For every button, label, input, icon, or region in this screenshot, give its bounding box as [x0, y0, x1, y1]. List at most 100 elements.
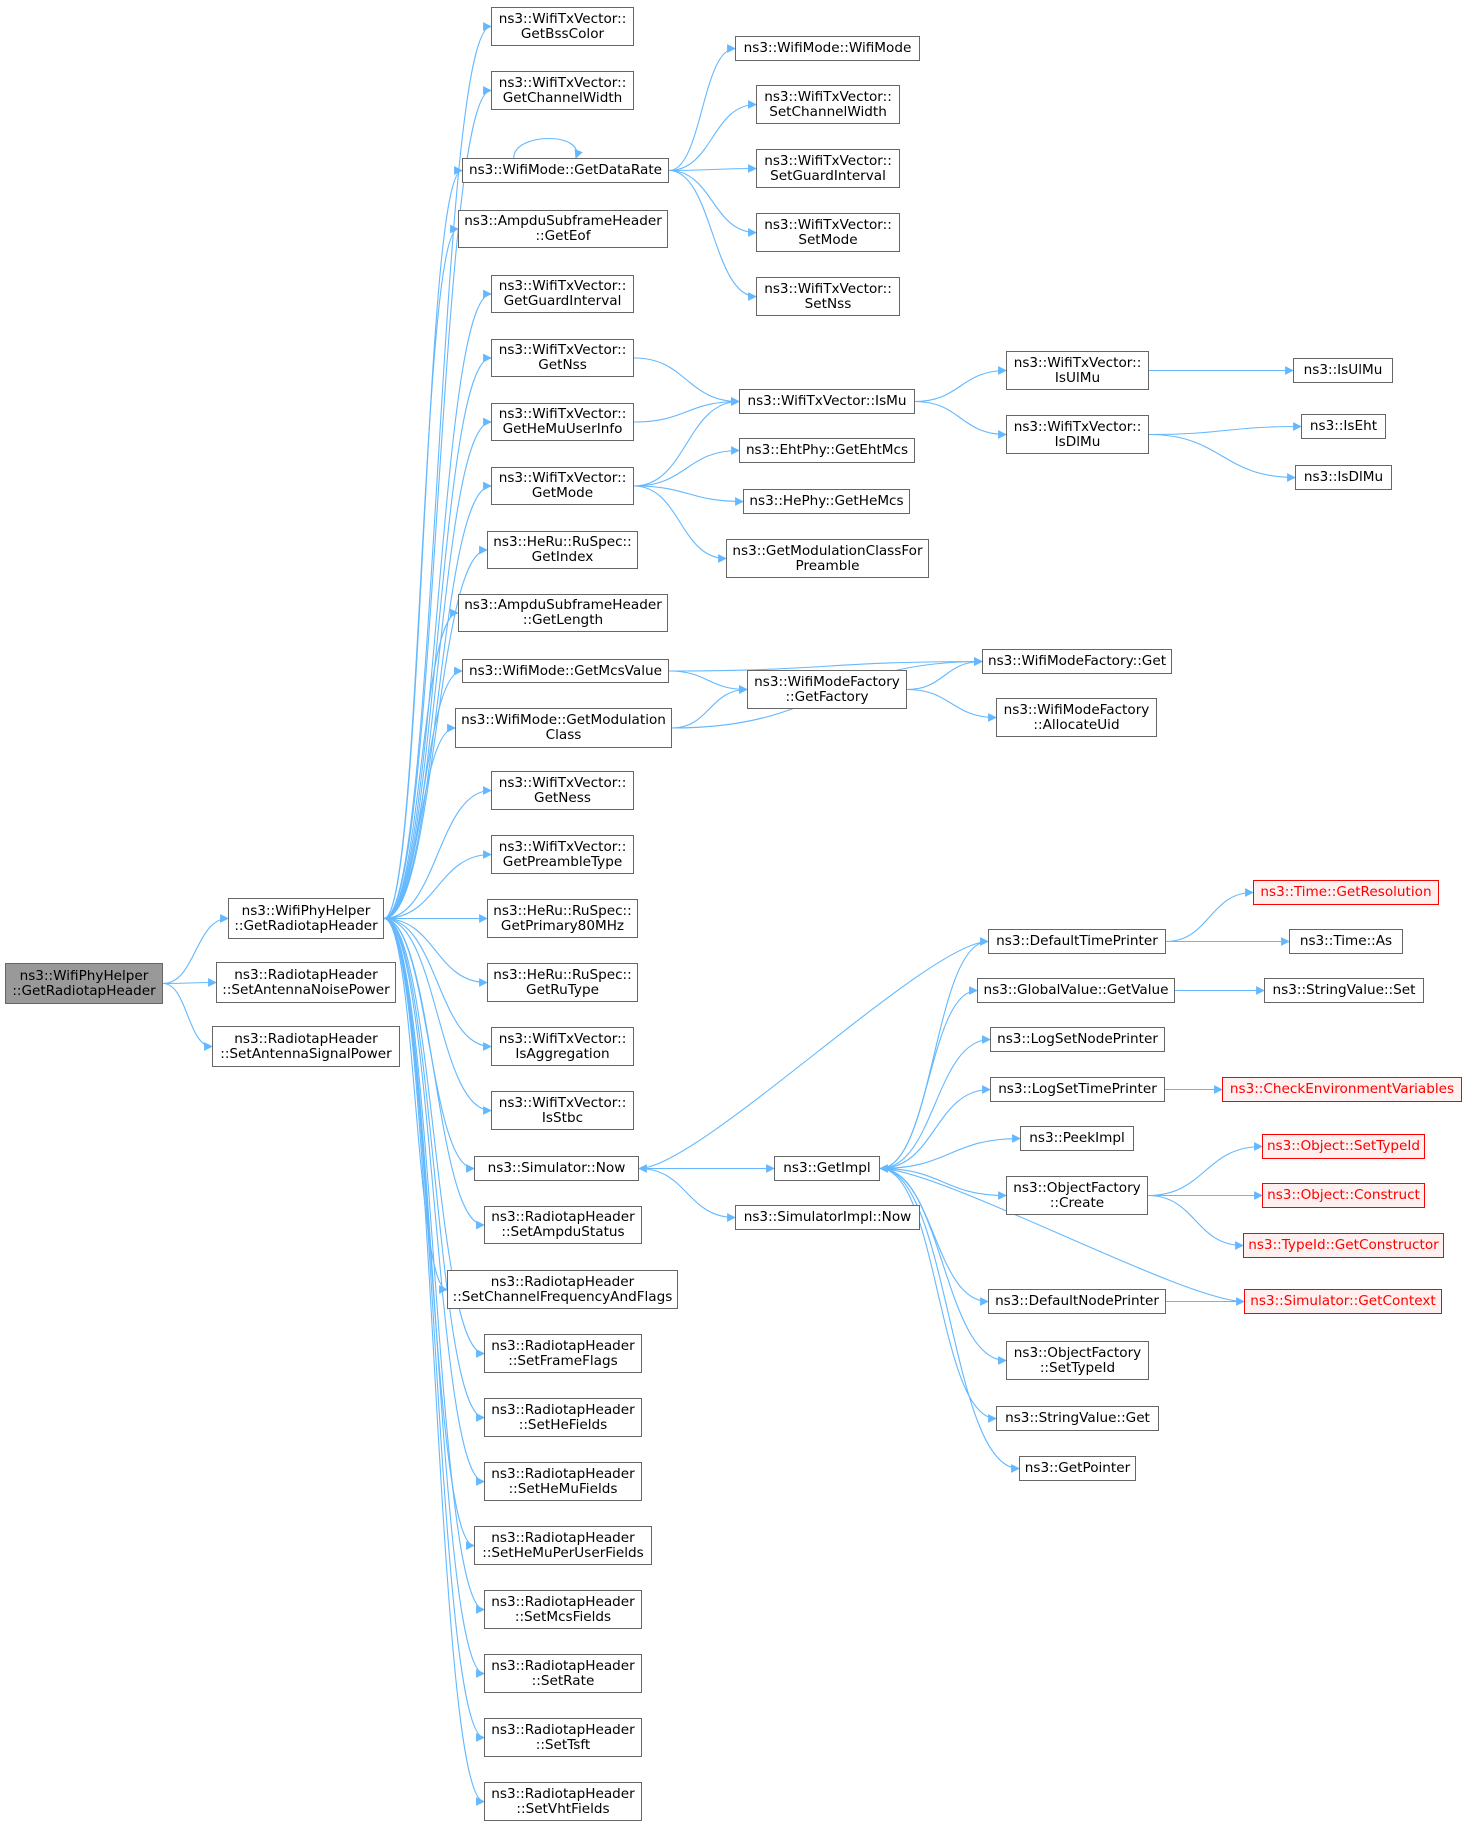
- node-label-line: ns3::HePhy::GetHeMcs: [749, 493, 904, 509]
- edge-gh-to-gidx: [383, 545, 488, 920]
- node-dnp[interactable]: ns3::DefaultNodePrinter: [988, 1289, 1166, 1314]
- node-gh[interactable]: ns3::WifiPhyHelper::GetRadiotapHeader: [228, 898, 384, 939]
- node-shmf[interactable]: ns3::RadiotapHeader::SetHeMuFields: [484, 1462, 642, 1501]
- edge-root-to-sasp: [162, 982, 213, 1051]
- node-label-line: ::GetRadiotapHeader: [12, 982, 156, 999]
- edge-getimpl-to-gptr: [879, 1167, 1020, 1473]
- node-agg[interactable]: ns3::WifiTxVector::IsAggregation: [491, 1027, 634, 1066]
- node-label-line: ns3::Simulator::GetContext: [1250, 1293, 1436, 1309]
- node-nss[interactable]: ns3::WifiTxVector::GetNss: [491, 339, 634, 377]
- node-tgc[interactable]: ns3::TypeId::GetConstructor: [1243, 1233, 1444, 1258]
- node-ost[interactable]: ns3::Object::SetTypeId: [1262, 1134, 1425, 1159]
- node-gdr[interactable]: ns3::WifiMode::GetDataRate: [462, 158, 669, 183]
- node-cw[interactable]: ns3::WifiTxVector::GetChannelWidth: [491, 71, 634, 110]
- node-glen[interactable]: ns3::AmpduSubframeHeader::GetLength: [458, 594, 668, 632]
- node-auid[interactable]: ns3::WifiModeFactory::AllocateUid: [996, 698, 1157, 737]
- node-now[interactable]: ns3::Simulator::Now: [474, 1156, 639, 1181]
- node-shef[interactable]: ns3::RadiotapHeader::SetHeFields: [484, 1398, 642, 1437]
- node-ofst[interactable]: ns3::ObjectFactory::SetTypeId: [1006, 1341, 1149, 1380]
- node-tas[interactable]: ns3::Time::As: [1289, 929, 1403, 954]
- node-label-line: ns3::RadiotapHeader: [490, 1273, 635, 1290]
- node-rut[interactable]: ns3::HeRu::RuSpec::GetRuType: [487, 963, 638, 1002]
- node-scf[interactable]: ns3::RadiotapHeader::SetChannelFrequency…: [447, 1270, 678, 1309]
- node-ofc[interactable]: ns3::ObjectFactory::Create: [1006, 1176, 1148, 1215]
- node-txdl[interactable]: ns3::WifiTxVector::IsDlMu: [1006, 415, 1149, 454]
- node-label-line: GetPrimary80MHz: [500, 917, 625, 934]
- node-gidx[interactable]: ns3::HeRu::RuSpec::GetIndex: [487, 531, 638, 569]
- node-dtp[interactable]: ns3::DefaultTimePrinter: [988, 929, 1166, 954]
- edge-gh-to-scf: [383, 917, 448, 1294]
- node-label-line: ns3::RadiotapHeader: [491, 1529, 635, 1546]
- node-ismu[interactable]: ns3::WifiTxVector::IsMu: [739, 389, 915, 414]
- node-sgi[interactable]: ns3::WifiTxVector::SetGuardInterval: [756, 149, 900, 188]
- node-lstp[interactable]: ns3::LogSetTimePrinter: [990, 1077, 1165, 1102]
- node-sampdu[interactable]: ns3::RadiotapHeader::SetAmpduStatus: [484, 1206, 642, 1244]
- node-lsnp[interactable]: ns3::LogSetNodePrinter: [990, 1027, 1165, 1052]
- node-ness[interactable]: ns3::WifiTxVector::GetNess: [491, 771, 634, 810]
- node-svset[interactable]: ns3::StringValue::Set: [1264, 978, 1424, 1003]
- node-p80[interactable]: ns3::HeRu::RuSpec::GetPrimary80MHz: [487, 899, 638, 938]
- node-label-line: ns3::ObjectFactory: [1013, 1344, 1142, 1361]
- node-he[interactable]: ns3::HePhy::GetHeMcs: [743, 489, 910, 514]
- node-shmpu[interactable]: ns3::RadiotapHeader::SetHeMuPerUserField…: [474, 1526, 652, 1565]
- node-getimpl[interactable]: ns3::GetImpl: [774, 1156, 880, 1181]
- node-gmode[interactable]: ns3::WifiTxVector::GetMode: [491, 467, 634, 505]
- node-gi[interactable]: ns3::WifiTxVector::GetGuardInterval: [491, 275, 634, 313]
- node-sasp[interactable]: ns3::RadiotapHeader::SetAntennaSignalPow…: [212, 1026, 400, 1067]
- node-stsft[interactable]: ns3::RadiotapHeader::SetTsft: [484, 1718, 642, 1757]
- edge-gh-to-ness: [383, 786, 492, 920]
- node-bss[interactable]: ns3::WifiTxVector::GetBssColor: [491, 7, 634, 46]
- edge-ofc-to-tgc: [1147, 1194, 1244, 1250]
- node-scw[interactable]: ns3::WifiTxVector::SetChannelWidth: [756, 85, 900, 124]
- node-srate[interactable]: ns3::RadiotapHeader::SetRate: [484, 1654, 642, 1693]
- node-label-line: ns3::RadiotapHeader: [491, 1209, 635, 1225]
- node-isul[interactable]: ns3::IsUlMu: [1293, 358, 1393, 383]
- node-sanp[interactable]: ns3::RadiotapHeader::SetAntennaNoisePowe…: [216, 962, 396, 1003]
- edge-gmode-to-eht: [633, 446, 740, 487]
- node-label-line: ns3::WifiMode::GetDataRate: [468, 162, 663, 178]
- node-hmu[interactable]: ns3::WifiTxVector::GetHeMuUserInfo: [491, 403, 634, 441]
- node-label-line: Class: [545, 727, 582, 743]
- node-sff[interactable]: ns3::RadiotapHeader::SetFrameFlags: [484, 1334, 642, 1373]
- node-label-line: ns3::WifiTxVector::: [498, 278, 627, 294]
- edge-gdr-to-smode: [668, 169, 757, 237]
- node-stbc[interactable]: ns3::WifiTxVector::IsStbc: [491, 1091, 634, 1130]
- edge-getimpl-to-svget: [879, 1167, 997, 1423]
- node-simnow[interactable]: ns3::SimulatorImpl::Now: [735, 1205, 920, 1230]
- node-label-line: ns3::LogSetTimePrinter: [998, 1081, 1157, 1097]
- node-ggv[interactable]: ns3::GlobalValue::GetValue: [977, 978, 1175, 1003]
- node-tres[interactable]: ns3::Time::GetResolution: [1253, 880, 1439, 905]
- node-label-line: ::SetMcsFields: [514, 1608, 612, 1625]
- node-oc[interactable]: ns3::Object::Construct: [1262, 1183, 1425, 1208]
- node-txul[interactable]: ns3::WifiTxVector::IsUlMu: [1006, 351, 1149, 390]
- node-label-line: ns3::StringValue::Set: [1272, 982, 1416, 998]
- edge-gmc-to-gfact: [671, 685, 748, 729]
- node-svget[interactable]: ns3::StringValue::Get: [996, 1406, 1159, 1431]
- node-isdl[interactable]: ns3::IsDlMu: [1295, 465, 1392, 490]
- node-smcs[interactable]: ns3::RadiotapHeader::SetMcsFields: [484, 1590, 642, 1629]
- node-label-line: GetMode: [531, 485, 594, 501]
- node-label-line: GetIndex: [531, 549, 594, 565]
- node-eht[interactable]: ns3::EhtPhy::GetEhtMcs: [739, 438, 915, 463]
- node-label-line: ns3::WifiTxVector::: [1013, 418, 1142, 435]
- node-mcsv[interactable]: ns3::WifiMode::GetMcsValue: [462, 659, 669, 683]
- node-sgc[interactable]: ns3::Simulator::GetContext: [1244, 1289, 1442, 1314]
- node-label-line: ns3::IsEht: [1309, 418, 1378, 434]
- node-eof[interactable]: ns3::AmpduSubframeHeader::GetEof: [458, 210, 668, 248]
- node-wm[interactable]: ns3::WifiMode::WifiMode: [735, 36, 920, 61]
- edge-txdl-to-isdl: [1148, 433, 1296, 482]
- node-gptr[interactable]: ns3::GetPointer: [1019, 1456, 1136, 1481]
- node-smode[interactable]: ns3::WifiTxVector::SetMode: [756, 213, 900, 252]
- node-cev[interactable]: ns3::CheckEnvironmentVariables: [1222, 1077, 1462, 1102]
- node-wmfget[interactable]: ns3::WifiModeFactory::Get: [982, 649, 1172, 674]
- node-gfact[interactable]: ns3::WifiModeFactory::GetFactory: [747, 670, 907, 709]
- node-pre[interactable]: ns3::WifiTxVector::GetPreambleType: [491, 835, 634, 874]
- node-label-line: ::GetFactory: [785, 688, 869, 705]
- node-iseht[interactable]: ns3::IsEht: [1301, 414, 1386, 439]
- node-peek[interactable]: ns3::PeekImpl: [1020, 1126, 1134, 1151]
- node-svht[interactable]: ns3::RadiotapHeader::SetVhtFields: [484, 1782, 642, 1821]
- node-root[interactable]: ns3::WifiPhyHelper::GetRadiotapHeader: [5, 963, 163, 1004]
- node-snss[interactable]: ns3::WifiTxVector::SetNss: [756, 277, 900, 316]
